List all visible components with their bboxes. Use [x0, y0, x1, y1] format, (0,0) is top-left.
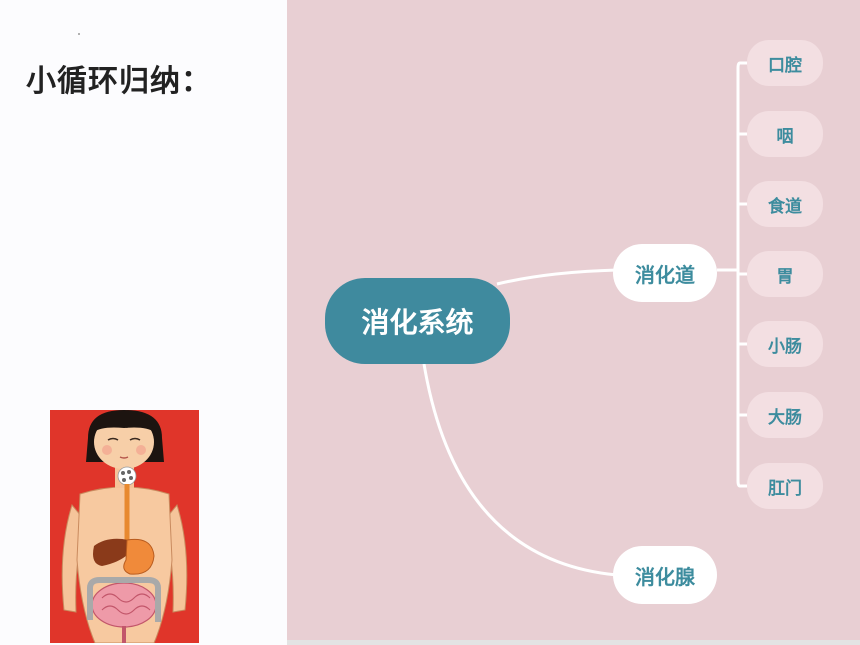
leaf-node-esophagus: 食道: [747, 181, 823, 227]
connector-root-to-digestive-glands: [422, 363, 618, 577]
mind-map-connectors: [422, 61, 749, 577]
leaf-node-stomach: 胃: [747, 251, 823, 297]
leaf-node-large-intestine: 大肠: [747, 392, 823, 438]
leaf-node-pharynx: 咽: [747, 111, 823, 157]
left-panel: 小循环归纳：: [0, 0, 287, 645]
mind-map-panel: 消化系统 消化道 消化腺 口腔 咽 食道 胃 小肠 大肠 肛门: [287, 0, 860, 640]
child-body-image: [61, 410, 188, 643]
page-title: 小循环归纳：: [26, 64, 212, 99]
leaf-node-mouth: 口腔: [747, 40, 823, 86]
root-node: 消化系统: [325, 278, 510, 364]
bottom-strip: [287, 640, 860, 645]
leaf-bracket: [736, 61, 747, 488]
leaf-node-small-intestine: 小肠: [747, 321, 823, 367]
leaf-ticks: [738, 132, 749, 417]
decorative-dot: [78, 33, 80, 35]
leaf-node-anus: 肛门: [747, 463, 823, 509]
connector-root-to-digestive-tract: [496, 268, 618, 286]
branch-node-digestive-glands: 消化腺: [613, 546, 717, 604]
branch-node-digestive-tract: 消化道: [613, 244, 717, 302]
digestive-system-illustration: [50, 410, 199, 643]
